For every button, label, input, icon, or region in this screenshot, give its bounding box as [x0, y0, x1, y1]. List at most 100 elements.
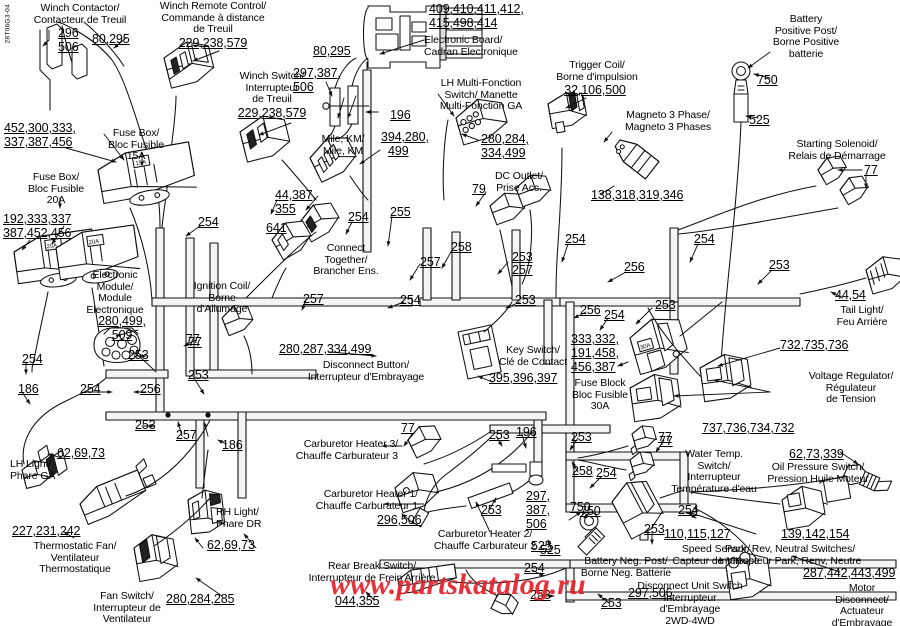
wire-callout: 253	[135, 418, 156, 432]
code-rear-brake-switch: 044,355	[335, 594, 380, 608]
wire-callout: 254	[565, 232, 586, 246]
wire-callout-number: 253	[571, 430, 592, 444]
wire-callout-number: 253	[644, 522, 665, 536]
wire-callout-number: 254	[565, 232, 586, 246]
wire-callout-number: 750	[580, 504, 601, 518]
wire-callout: 257	[176, 428, 197, 442]
wire-callout-number: 253	[128, 348, 149, 362]
wire-callout-number: 254	[524, 561, 545, 575]
wire-callout-number: 196	[390, 108, 411, 122]
wire-callout: 256	[140, 382, 161, 396]
wire-callout-number: 77	[659, 434, 673, 448]
wire-callout-number: 254	[22, 352, 43, 366]
wire-callout: 257	[420, 255, 441, 269]
wire-callout-number: 257	[303, 292, 324, 306]
wire-callout: 394,280,	[381, 130, 429, 144]
code-starting-solenoid: 77	[864, 163, 878, 177]
wire-callout: 253	[512, 250, 533, 264]
code-connect-together-44387: 44,387,355	[275, 188, 317, 216]
wire-callout-number: 253	[481, 503, 502, 517]
wire-callout: 253	[489, 428, 510, 442]
label-dc-outlet: DC Outlet/Prise Acc.	[494, 170, 544, 194]
wire-callout: 253	[655, 298, 676, 312]
wire-callout: 258	[572, 464, 593, 478]
code-motor-disconnect: 287,442,443,499	[803, 566, 896, 580]
label-magneto-3-phase: Magneto 3 Phase/Magneto 3 Phases	[625, 109, 711, 133]
wire-callout: 253	[515, 293, 536, 307]
wire-callout: 750	[580, 504, 601, 518]
wire-callout: 253	[644, 522, 665, 536]
wire-callout: 186	[222, 438, 243, 452]
wire-callout-number: 256	[140, 382, 161, 396]
wire-callout-number: 525	[540, 543, 561, 557]
wire-callout-number: 80,295	[92, 32, 130, 46]
wire-callout: 253	[571, 430, 592, 444]
code-battery-negative-525: 525	[531, 539, 552, 553]
wire-callout-number: 255	[390, 205, 411, 219]
code-connect-together-641: 641	[266, 221, 287, 235]
wire-callout-number: 80,295	[313, 44, 351, 58]
wire-callout-number: 257	[176, 428, 197, 442]
label-electronic-board: Electronic Board/Cadran Electronique	[424, 34, 518, 58]
label-carburetor-heater-3: Carburetor Heater 3/Chauffe Carburateur …	[295, 438, 398, 462]
label-park-rev-neutral-switches: Park, Rev, Neutral Switches/Interrupteur…	[718, 543, 862, 567]
code-speed-sensor: 110,115,127	[664, 527, 731, 541]
wire-callout-number: 254	[80, 382, 101, 396]
wire-callout: 255	[390, 205, 411, 219]
wire-callout: 254	[694, 232, 715, 246]
label-lh-light: LH Light/Phare GA	[10, 458, 56, 482]
label-starting-solenoid: Starting Solenoid/Relais de Démarrage	[788, 138, 886, 162]
label-rh-light: RH Light/Phare DR	[216, 506, 262, 530]
wire-callout: 254	[604, 308, 625, 322]
label-rear-brake-switch: Rear Break Switch/Interrupteur de Frein …	[308, 560, 436, 584]
wire-callout-number: 253	[512, 250, 533, 264]
wire-callout-number: 253	[601, 596, 622, 610]
wire-callout-number: 258	[451, 240, 472, 254]
wire-callout: 254	[80, 382, 101, 396]
code-key-switch: 395,396,397	[489, 371, 558, 385]
code-fan-switch: 280,284,285	[166, 592, 235, 606]
code-thermostatic-fan: 227,231,242	[12, 524, 81, 538]
code-winch-switch: 229,238,579	[237, 106, 307, 120]
wire-callout: 186	[18, 382, 39, 396]
wire-callout-number: 253	[188, 368, 209, 382]
wire-callout-number: 257	[420, 255, 441, 269]
wire-callout-number: 77	[188, 335, 202, 349]
label-disconnect-button: Disconnect Button/Interrupteur d'Embraya…	[307, 359, 425, 383]
code-winch-remote-control: 229,238,579	[178, 36, 248, 50]
code-carburetor-heater-1: 296,506	[377, 513, 422, 527]
wire-callout: 253	[188, 368, 209, 382]
label-key-switch: Key Switch/Clé de Contact	[498, 344, 568, 368]
wire-callout: 254	[22, 352, 43, 366]
wire-callout-number: 254	[604, 308, 625, 322]
wire-callout-number: 254	[198, 215, 219, 229]
label-tail-light: Tail Light/Feu Arrière	[836, 304, 888, 328]
code-magneto-3-phase: 138,318,319,346	[591, 188, 684, 202]
wire-callout: 253	[769, 258, 790, 272]
wire-callout: 254	[348, 210, 369, 224]
code-park-rev-neutral-switches: 139,142,154	[781, 527, 850, 541]
label-oil-pressure-switch: Oil Pressure Switch/Pression Huile Moteu…	[767, 461, 869, 485]
code-lh-multi-function-switch: 280,284,334,499	[481, 132, 529, 160]
wire-callout-number: 253	[530, 588, 551, 602]
wire-callout: 77	[659, 434, 673, 448]
wire-callout: 77	[188, 335, 202, 349]
wire-callout-number: 254	[678, 503, 699, 517]
wire-callout: 254	[400, 293, 421, 307]
wire-callout: 253	[128, 348, 149, 362]
code-carburetor-heater-3: 77	[401, 421, 415, 435]
wire-callout: 253	[601, 596, 622, 610]
wire-callout: 254	[678, 503, 699, 517]
wire-callout: 525	[540, 543, 561, 557]
wire-callout-number: 253	[515, 293, 536, 307]
